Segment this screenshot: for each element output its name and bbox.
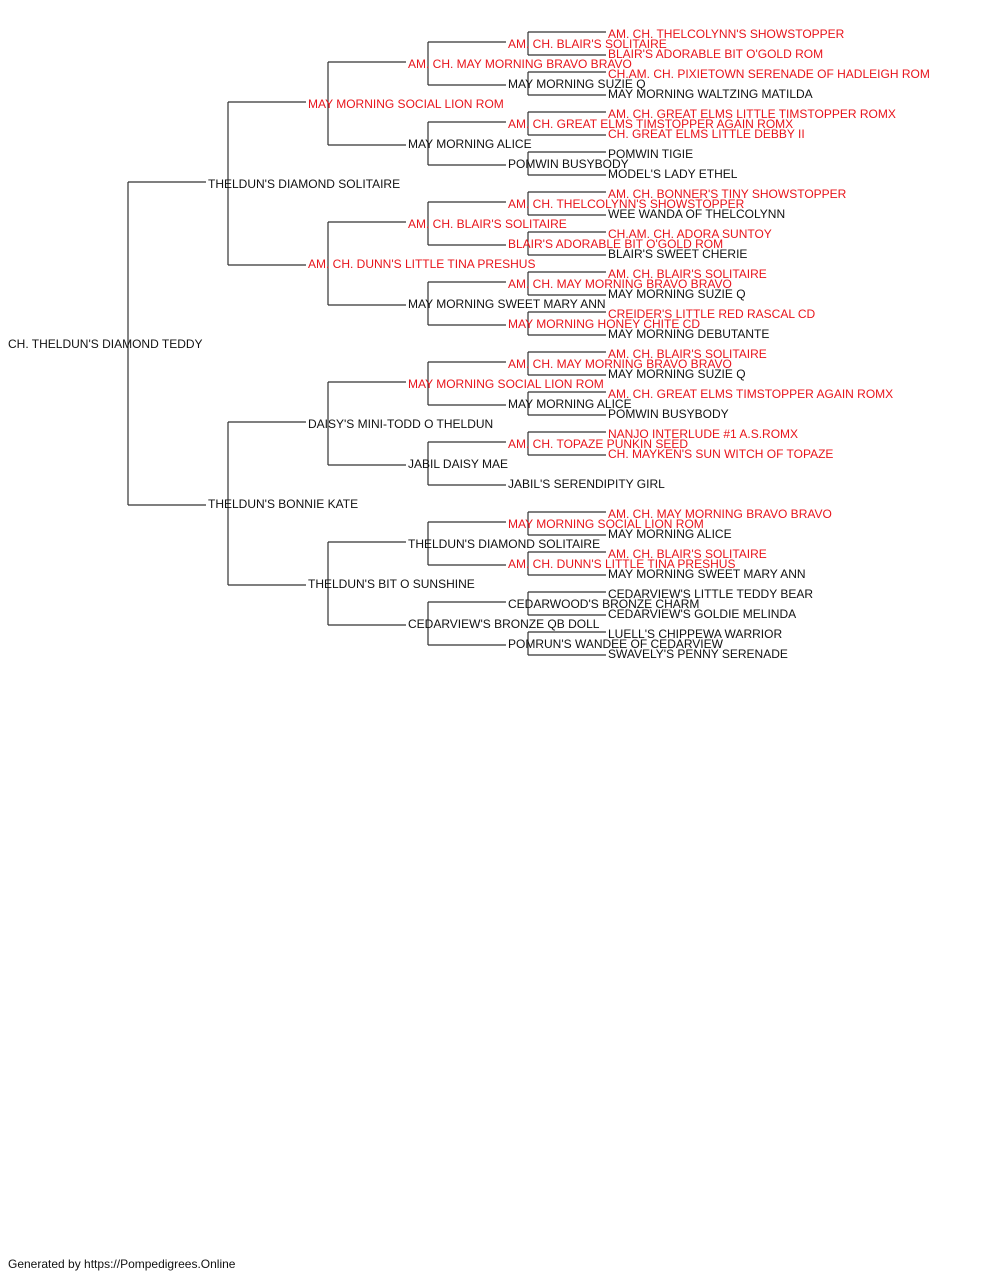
ancestor-name: MAY MORNING ALICE [608, 527, 732, 541]
ancestor-name: THELDUN'S DIAMOND SOLITAIRE [208, 177, 401, 191]
ancestor-name: AM. CH. GREAT ELMS TIMSTOPPER AGAIN ROMX [608, 387, 894, 401]
ancestor-name: AM. CH. THELCOLYNN'S SHOWSTOPPER [608, 27, 845, 41]
ancestor-name: AM. CH. MAY MORNING BRAVO BRAVO [608, 507, 832, 521]
ancestor-name: DAISY'S MINI-TODD O THELDUN [308, 417, 494, 431]
ancestor-name: MAY MORNING SWEET MARY ANN [408, 297, 606, 311]
ancestor-name: LUELL'S CHIPPEWA WARRIOR [608, 627, 783, 641]
ancestor-name: AM. CH. DUNN'S LITTLE TINA PRESHUS [508, 557, 736, 571]
ancestor-name: CEDARWOOD'S BRONZE CHARM [508, 597, 700, 611]
ancestor-name: AM. CH. BONNER'S TINY SHOWSTOPPER [608, 187, 847, 201]
ancestor-name: MAY MORNING SUZIE Q [508, 77, 646, 91]
ancestor-name: CH.AM. CH. ADORA SUNTOY [608, 227, 772, 241]
ancestor-name: POMWIN BUSYBODY [608, 407, 729, 421]
ancestor-name: WEE WANDA OF THELCOLYNN [608, 207, 786, 221]
ancestor-name: MAY MORNING SUZIE Q [608, 287, 746, 301]
ancestor-name: THELDUN'S BIT O SUNSHINE [308, 577, 475, 591]
ancestor-name: MAY MORNING SOCIAL LION ROM [308, 97, 504, 111]
generated-by-footer: Generated by https://Pompedigrees.Online [8, 1257, 236, 1271]
ancestor-name: MAY MORNING ALICE [408, 137, 532, 151]
ancestor-name: AM. CH. TOPAZE PUNKIN SEED [508, 437, 689, 451]
ancestor-name: CREIDER'S LITTLE RED RASCAL CD [608, 307, 816, 321]
ancestor-name: MAY MORNING SOCIAL LION ROM [508, 517, 704, 531]
ancestor-name: MAY MORNING ALICE [508, 397, 632, 411]
ancestor-name: CEDARVIEW'S GOLDIE MELINDA [608, 607, 797, 621]
ancestor-name: MAY MORNING WALTZING MATILDA [608, 87, 813, 101]
ancestor-name: AM. CH. MAY MORNING BRAVO BRAVO [508, 357, 732, 371]
ancestor-name: BLAIR'S ADORABLE BIT O'GOLD ROM [608, 47, 824, 61]
ancestor-name: MAY MORNING SWEET MARY ANN [608, 567, 806, 581]
ancestor-name: MAY MORNING SUZIE Q [608, 367, 746, 381]
ancestor-name: BLAIR'S ADORABLE BIT O'GOLD ROM [508, 237, 724, 251]
ancestor-name: AM. CH. GREAT ELMS LITTLE TIMSTOPPER ROM… [608, 107, 896, 121]
ancestor-name: AM. CH. BLAIR'S SOLITAIRE [608, 547, 767, 561]
ancestor-name: JABIL DAISY MAE [408, 457, 509, 471]
ancestor-name: CEDARVIEW'S BRONZE QB DOLL [408, 617, 600, 631]
ancestor-name: AM. CH. MAY MORNING BRAVO BRAVO [408, 57, 632, 71]
ancestor-name: SWAVELY'S PENNY SERENADE [608, 647, 788, 661]
ancestor-name: BLAIR'S SWEET CHERIE [608, 247, 748, 261]
ancestor-name: AM. CH. DUNN'S LITTLE TINA PRESHUS [308, 257, 536, 271]
ancestor-name: AM. CH. BLAIR'S SOLITAIRE [608, 267, 767, 281]
ancestor-name: MODEL'S LADY ETHEL [608, 167, 738, 181]
ancestor-name: POMWIN BUSYBODY [508, 157, 629, 171]
ancestor-name: THELDUN'S DIAMOND SOLITAIRE [408, 537, 601, 551]
ancestor-name: AM. CH. GREAT ELMS TIMSTOPPER AGAIN ROMX [508, 117, 794, 131]
ancestor-name: AM. CH. BLAIR'S SOLITAIRE [508, 37, 667, 51]
ancestor-name: POMRUN'S WANDEE OF CEDARVIEW [508, 637, 723, 651]
ancestor-name: MAY MORNING DEBUTANTE [608, 327, 770, 341]
ancestor-name: NANJO INTERLUDE #1 A.S.ROMX [608, 427, 799, 441]
ancestor-name: AM. CH. MAY MORNING BRAVO BRAVO [508, 277, 732, 291]
ancestor-name: MAY MORNING HONEY CHITE CD [508, 317, 701, 331]
ancestor-name: CH.AM. CH. PIXIETOWN SERENADE OF HADLEIG… [608, 67, 930, 81]
ancestor-name: THELDUN'S BONNIE KATE [208, 497, 359, 511]
ancestor-name: AM. CH. BLAIR'S SOLITAIRE [408, 217, 567, 231]
ancestor-name: AM. CH. BLAIR'S SOLITAIRE [608, 347, 767, 361]
ancestor-name: CH. MAYKEN'S SUN WITCH OF TOPAZE [608, 447, 834, 461]
ancestor-name: AM. CH. THELCOLYNN'S SHOWSTOPPER [508, 197, 745, 211]
ancestor-name: MAY MORNING SOCIAL LION ROM [408, 377, 604, 391]
ancestor-name: CH. GREAT ELMS LITTLE DEBBY II [608, 127, 805, 141]
subject-name: CH. THELDUN'S DIAMOND TEDDY [8, 337, 203, 351]
ancestor-name: CEDARVIEW'S LITTLE TEDDY BEAR [608, 587, 814, 601]
ancestor-name: POMWIN TIGIE [608, 147, 694, 161]
ancestor-name: JABIL'S SERENDIPITY GIRL [508, 477, 665, 491]
